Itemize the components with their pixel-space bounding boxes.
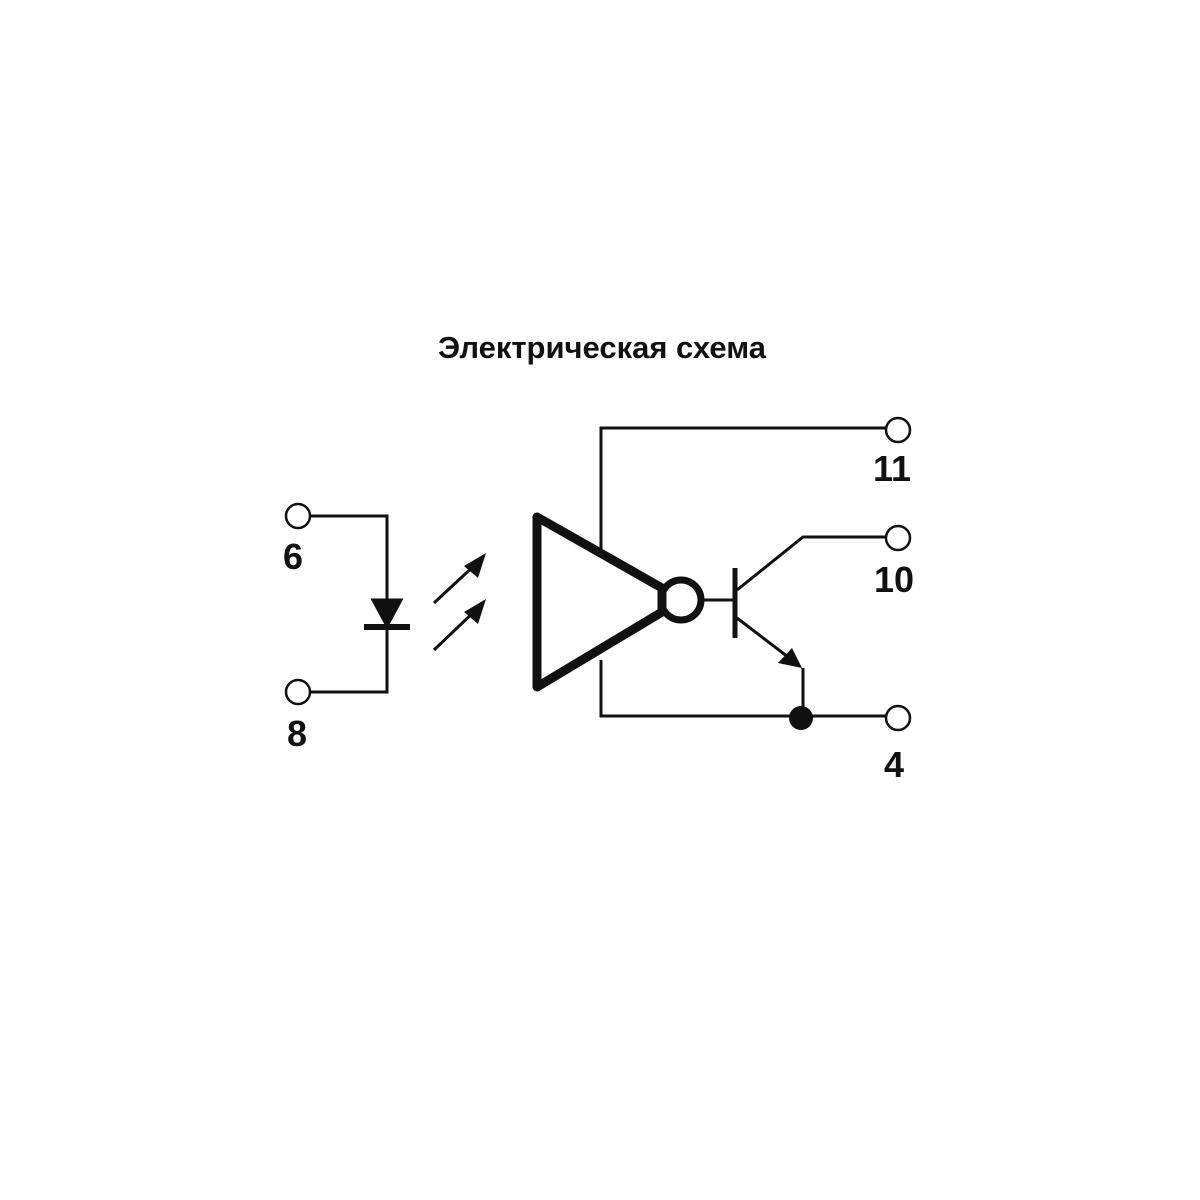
pin-label-10: 10 — [874, 559, 914, 600]
collector-wire — [736, 535, 886, 592]
pin-label-4: 4 — [884, 744, 904, 785]
wire-ground — [599, 660, 886, 718]
terminal-8 — [284, 678, 312, 706]
wire-pin11 — [599, 426, 886, 550]
junction-dot — [789, 706, 813, 730]
terminal-11 — [884, 416, 912, 444]
led-diode-icon — [370, 598, 404, 630]
light-arrowhead — [464, 553, 486, 578]
terminal-10 — [884, 524, 912, 552]
terminal-6 — [284, 502, 312, 530]
emitter-arrowhead — [778, 648, 802, 668]
light-arrowhead — [464, 599, 486, 624]
wire-pin8 — [310, 627, 389, 694]
emitter-arrow-icon — [736, 616, 793, 662]
terminal-4 — [884, 704, 912, 732]
wire-pin6 — [310, 514, 389, 600]
pin-label-6: 6 — [283, 536, 303, 577]
pin-label-11: 11 — [873, 448, 911, 489]
inverter-bubble-icon — [657, 576, 705, 624]
pin-label-8: 8 — [287, 713, 307, 754]
diagram-title: Электрическая схема — [438, 330, 766, 365]
